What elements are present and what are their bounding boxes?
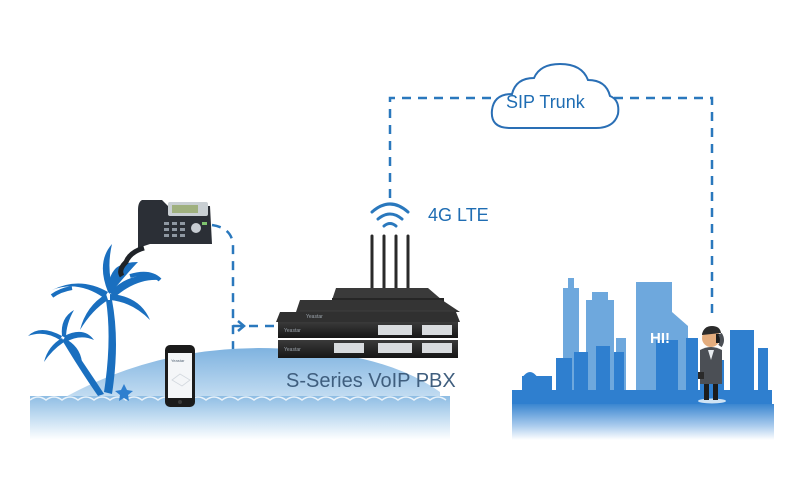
svg-text:Yeastar: Yeastar	[171, 358, 185, 363]
starfish-icon	[115, 384, 133, 401]
island-hill	[60, 348, 440, 410]
brand-logo-top: Yeastar	[284, 328, 301, 334]
sea-water	[30, 396, 450, 440]
link-sip-trunk-to-caller	[614, 96, 714, 318]
link-pbx-to-sip-trunk	[388, 96, 494, 198]
palm-tree-small	[28, 310, 104, 396]
brand-logo-bottom: Yeastar	[284, 347, 301, 353]
businessman-on-phone-icon	[698, 326, 726, 404]
cloud-icon	[490, 62, 620, 129]
smartphone-icon: Yeastar	[165, 345, 195, 407]
palm-tree-large	[50, 244, 162, 394]
arrow-chevron-icon	[237, 320, 246, 332]
city-skyline-scene	[512, 278, 774, 440]
lte-label: 4G LTE	[428, 205, 489, 225]
antennas	[370, 234, 410, 292]
phone-cord	[118, 245, 145, 278]
tropical-island-scene	[28, 244, 450, 440]
city-ground	[512, 404, 774, 440]
pbx-label: S-Series VoIP PBX	[286, 370, 456, 392]
wave-line	[29, 396, 447, 401]
brand-logo-mid: Yeastar	[306, 314, 323, 320]
wifi-signal-icon	[370, 202, 410, 228]
greeting-label: HI!	[650, 330, 670, 347]
sip-trunk-label: SIP Trunk	[506, 92, 585, 112]
pbx-device-icon: Yeastar Yeastar Yeastar	[276, 234, 460, 358]
ip-phone-icon	[118, 200, 212, 278]
